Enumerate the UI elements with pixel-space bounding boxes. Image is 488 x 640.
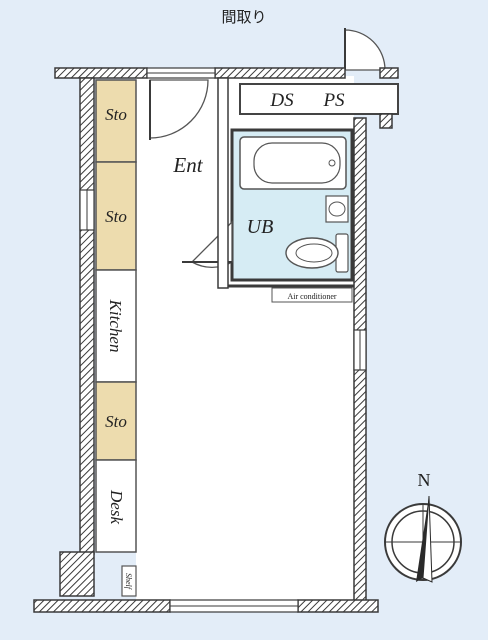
storage-2-area (95, 161, 137, 271)
compass-north-label: N (418, 470, 431, 490)
unit-bath-label: UB (247, 216, 274, 238)
storage-1-label: Sto (105, 105, 127, 124)
kitchen-area (95, 269, 137, 383)
wall-top-left (54, 67, 148, 79)
duct-pipe-space (239, 83, 399, 115)
shelf-label: Shelf (124, 573, 133, 591)
wall-bottom-right (297, 599, 379, 613)
entrance-label: Ent (172, 153, 203, 177)
wall-left (79, 77, 95, 555)
shaft-door-swing (344, 29, 386, 71)
wall-right-shaft (379, 113, 393, 129)
shelf-area (121, 565, 137, 597)
washbasin (325, 195, 349, 223)
tub-drain (328, 159, 336, 167)
desk-area (95, 459, 137, 553)
air-conditioner-unit (271, 287, 353, 303)
wall-entrance-partition (217, 77, 229, 289)
compass: N (384, 470, 462, 583)
wall-top-right (379, 67, 399, 79)
pipe-space-label: PS (322, 90, 345, 111)
duct-space-label: DS (269, 90, 294, 111)
washbasin-bowl (328, 201, 346, 217)
bathtub-inner (253, 142, 341, 184)
entrance-door-swing (149, 79, 209, 139)
page-title: 間取り (221, 8, 267, 26)
compass-needle-dark (416, 496, 429, 582)
compass-needle-light (422, 495, 433, 583)
wall-bottom-left (33, 599, 171, 613)
storage-3-label: Sto (105, 412, 127, 431)
wall-left-lower (59, 551, 95, 597)
desk-label: Desk (107, 489, 126, 524)
toilet-bowl (285, 237, 339, 269)
air-conditioner-label: Air conditioner (287, 292, 336, 301)
toilet-seat (295, 243, 333, 263)
wall-top-middle (214, 67, 346, 79)
kitchen-label: Kitchen (106, 299, 125, 353)
storage-1-area (95, 79, 137, 163)
storage-2-label: Sto (105, 207, 127, 226)
